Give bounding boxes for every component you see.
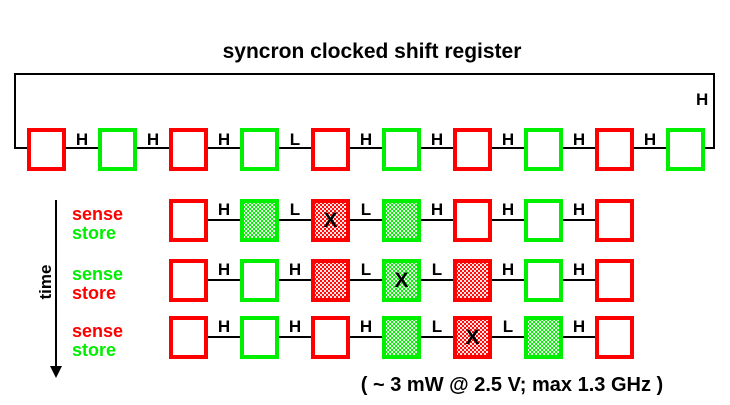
timestep-cell [311,316,350,359]
timestep-link-label: H [572,317,586,336]
diagram-title: syncron clocked shift register [222,40,522,63]
register-cell [382,128,421,171]
register-cell [98,128,137,171]
timestep-cell: X [382,259,421,302]
register-link-label: H [75,130,89,149]
timestep-cell [595,316,634,359]
timestep-link-label: L [289,200,301,219]
timestep-cell: X [311,199,350,242]
register-link-label: H [359,130,373,149]
register-link-label: H [572,130,586,149]
timestep-link-label: L [502,317,514,336]
x-mark: X [394,269,409,292]
timestep-link-label: H [359,317,373,336]
timestep-link-label: H [217,317,231,336]
timestep-cell [240,199,279,242]
timestep-link-label: H [288,317,302,336]
time-axis-label: time [36,264,55,300]
timestep-cell [169,316,208,359]
timestep-link-label: H [501,200,515,219]
timestep-cell [382,316,421,359]
timestep-cell [524,316,563,359]
timestep-link-label: L [360,200,372,219]
timestep-link-label: H [288,260,302,279]
register-cell [311,128,350,171]
timestep-cell [453,259,492,302]
register-cell [169,128,208,171]
timestep-cell [595,259,634,302]
timestep-cell [524,259,563,302]
timestep-link-label: L [431,317,443,336]
phase-label-store: store [72,223,117,243]
time-axis [55,200,57,368]
timestep-cell [169,259,208,302]
feedback-wire [14,73,715,149]
timestep-cell [311,259,350,302]
timestep-link-label: H [217,200,231,219]
timestep-link-label: L [360,260,372,279]
phase-label-store: store [72,340,117,360]
register-link-label: H [643,130,657,149]
register-cell [240,128,279,171]
timestep-link-label: H [572,260,586,279]
register-cell [453,128,492,171]
timestep-cell [595,199,634,242]
register-cell [595,128,634,171]
timestep-cell [169,199,208,242]
timestep-cell: X [453,316,492,359]
register-link-label: L [289,130,301,149]
timestep-link-label: H [572,200,586,219]
timestep-link-label: H [217,260,231,279]
timestep-link-label: H [501,260,515,279]
timestep-link-label: L [431,260,443,279]
register-cell [27,128,66,171]
timestep-cell [382,199,421,242]
time-arrowhead-icon [50,366,62,378]
phase-label-sense: sense [72,321,124,341]
phase-label-sense: sense [72,264,124,284]
register-link-label: H [146,130,160,149]
register-cell [524,128,563,171]
feedback-signal-label: H [696,90,709,109]
register-cell [666,128,705,171]
phase-label-store: store [72,283,117,303]
timestep-cell [240,259,279,302]
performance-caption: ( ~ 3 mW @ 2.5 V; max 1.3 GHz ) [360,374,664,396]
phase-label-sense: sense [72,204,124,224]
timestep-cell [524,199,563,242]
x-mark: X [465,326,480,349]
register-link-label: H [217,130,231,149]
register-link-label: H [430,130,444,149]
x-mark: X [323,209,338,232]
timestep-cell [453,199,492,242]
register-link-label: H [501,130,515,149]
register-bus-line [14,147,715,149]
timestep-link-label: H [430,200,444,219]
timestep-cell [240,316,279,359]
